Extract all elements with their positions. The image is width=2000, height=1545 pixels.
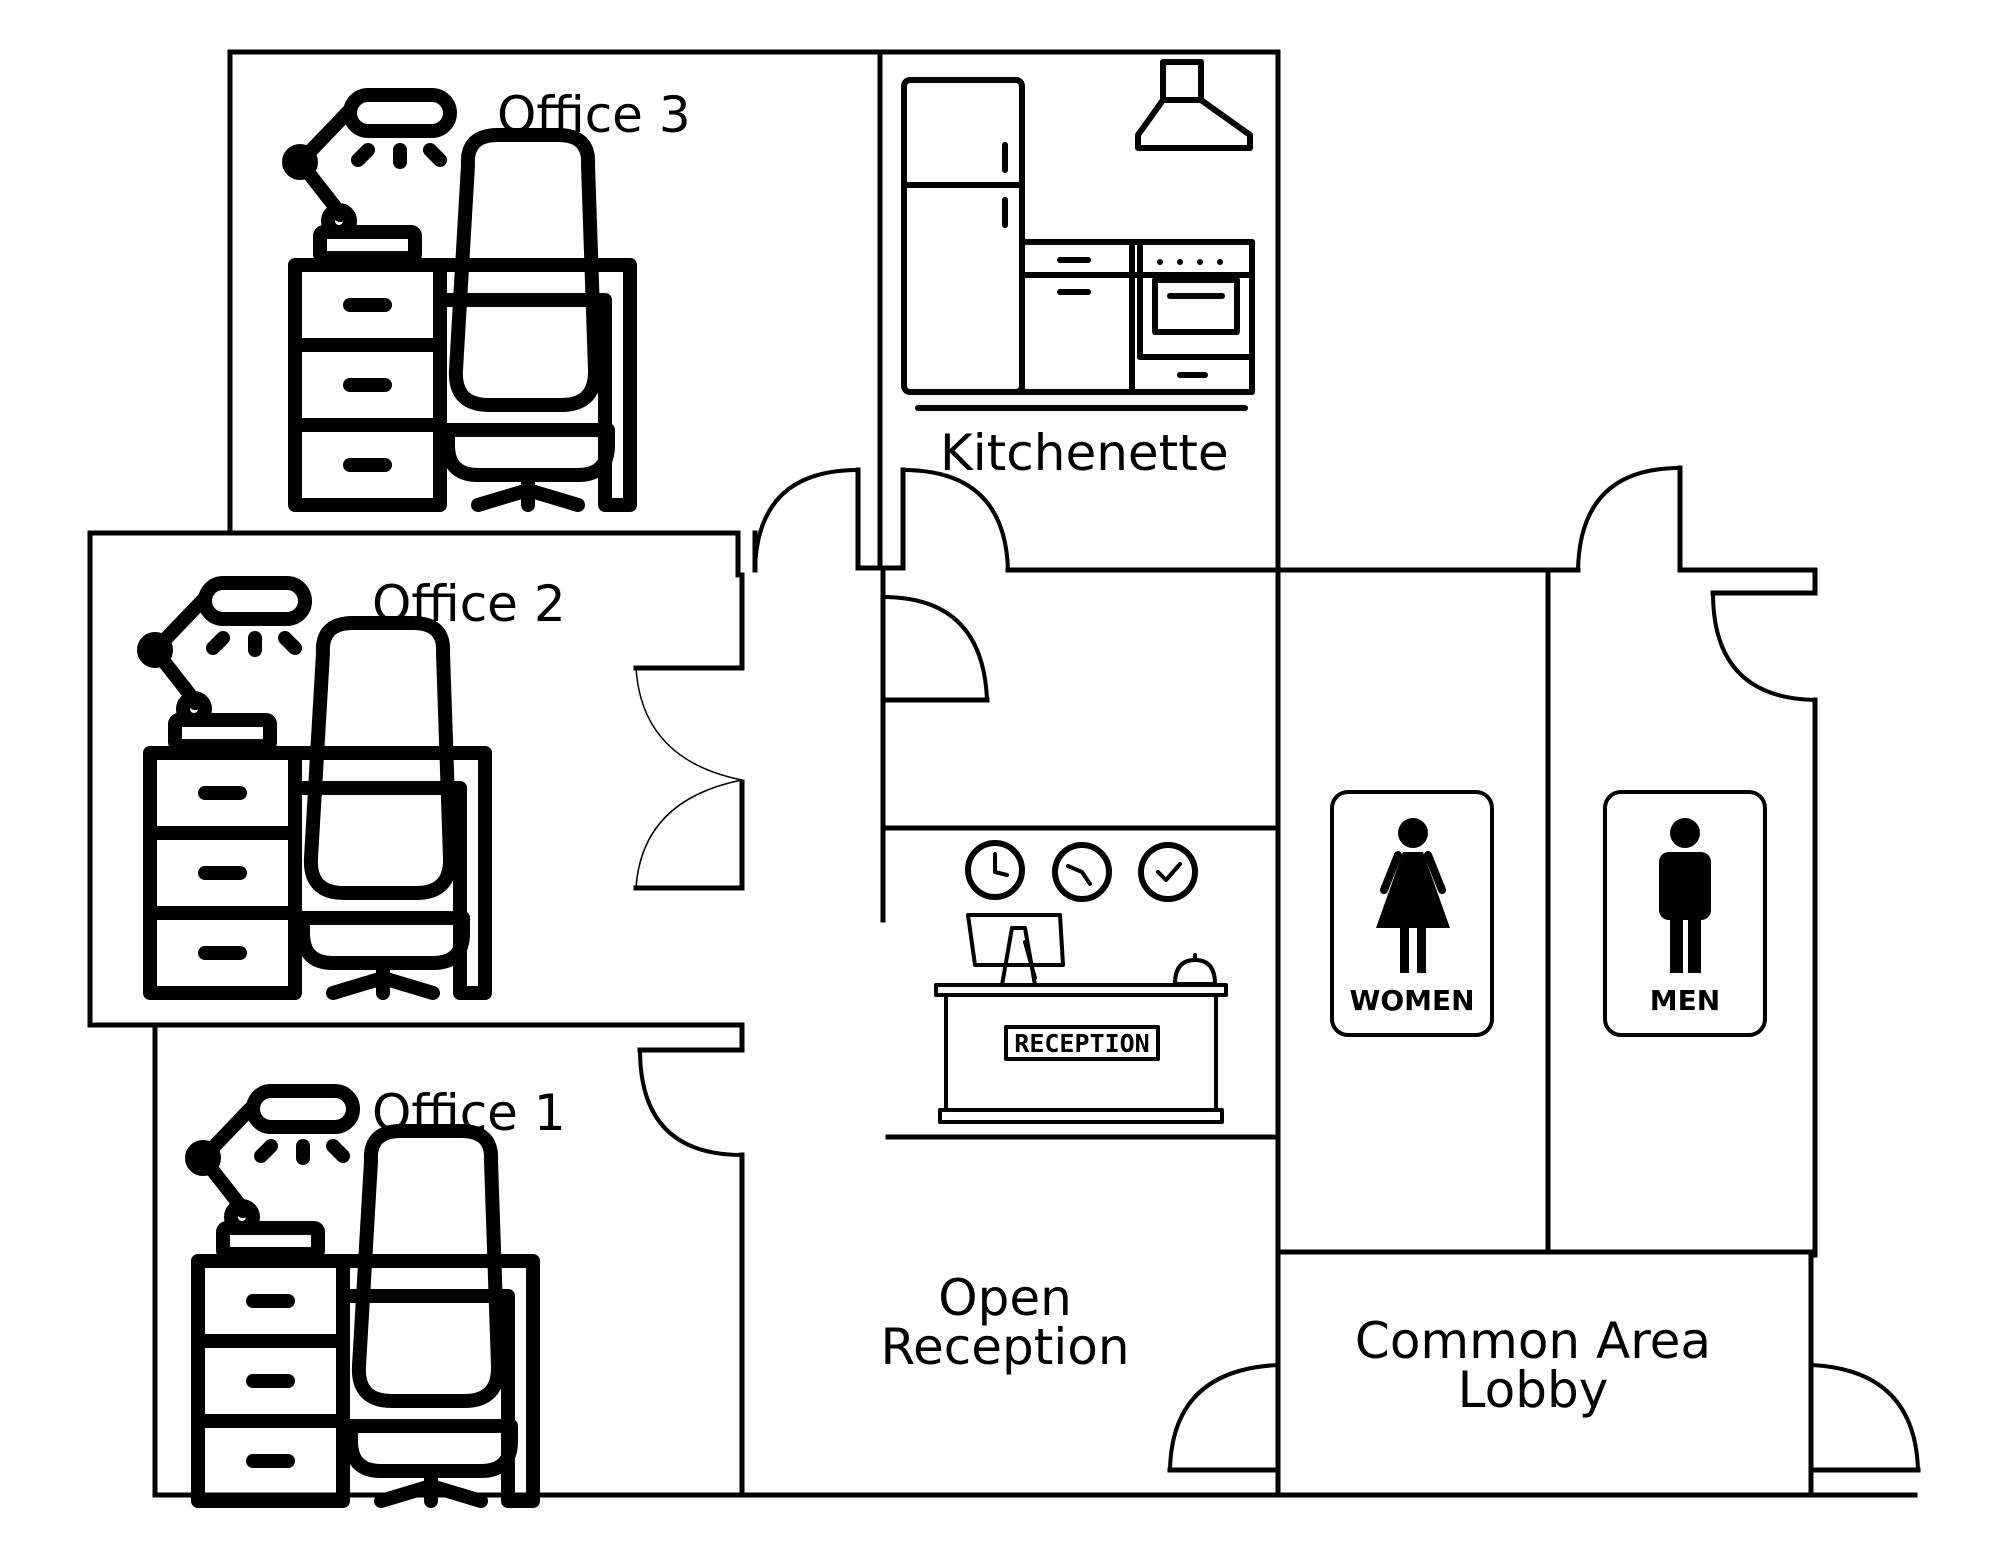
reception-desk-icon xyxy=(934,983,1228,1124)
clock-icon xyxy=(1141,845,1195,899)
kitchen-counter-icon xyxy=(909,239,1255,411)
oven-icon xyxy=(1137,239,1255,360)
women-restroom-sign xyxy=(1330,790,1494,1037)
women-restroom-icon xyxy=(1376,818,1450,973)
lobby-label-line2: Lobby xyxy=(1458,1361,1609,1419)
clock-icon xyxy=(1055,845,1109,899)
office1-label: Office 1 xyxy=(372,1084,566,1142)
office1-workstation xyxy=(192,1091,533,1501)
reception-desk-label: RECEPTION xyxy=(1014,1029,1149,1058)
range-hood-icon xyxy=(1135,59,1253,151)
men-restroom-sign xyxy=(1603,790,1767,1037)
open-reception-label-line1: Open xyxy=(938,1269,1072,1327)
service-bell-icon xyxy=(1173,953,1217,986)
men-restroom-icon xyxy=(1659,818,1711,973)
kitchenette-label: Kitchenette xyxy=(940,424,1229,482)
walls xyxy=(87,49,1921,1498)
office2-label: Office 2 xyxy=(372,575,566,633)
clock-icon xyxy=(968,843,1022,897)
office2-workstation xyxy=(144,583,485,993)
computer-monitor-icon xyxy=(966,913,1065,987)
reception-furniture xyxy=(934,843,1228,1124)
kitchen-appliances xyxy=(901,59,1255,411)
women-sign-label: WOMEN xyxy=(1349,984,1474,1017)
refrigerator-icon xyxy=(901,77,1025,395)
office3-workstation xyxy=(289,95,630,505)
lobby-label-line1: Common Area xyxy=(1355,1312,1711,1370)
men-sign-label: MEN xyxy=(1650,984,1720,1017)
open-reception-label-line2: Reception xyxy=(880,1318,1129,1376)
office3-label: Office 3 xyxy=(497,86,691,144)
